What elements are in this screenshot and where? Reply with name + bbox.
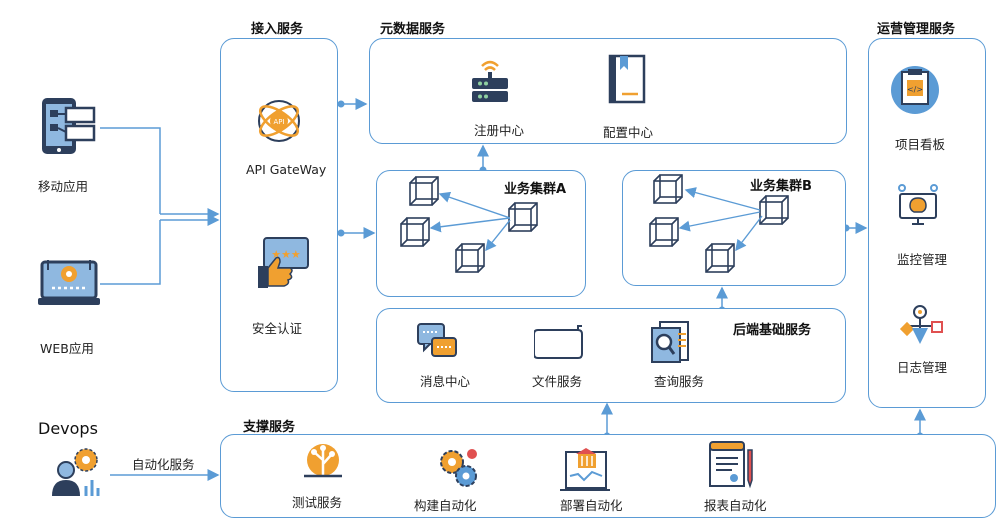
registry-icon	[470, 54, 510, 108]
access-service-box	[220, 38, 338, 392]
cluster-a-title: 业务集群A	[504, 182, 567, 197]
deploy-automation-label: 部署自动化	[560, 498, 623, 513]
backend-service-title: 后端基础服务	[733, 323, 812, 338]
web-app-icon	[38, 256, 100, 318]
mobile-app-label: 移动应用	[38, 179, 89, 194]
devops-title: Devops	[38, 419, 98, 438]
web-app-label: WEB应用	[40, 341, 94, 356]
log-management-label: 日志管理	[897, 360, 948, 375]
security-auth-label: 安全认证	[252, 321, 303, 336]
cube-icon	[705, 243, 735, 273]
cluster-a-box	[376, 170, 586, 297]
monitor-icon	[896, 184, 940, 236]
cube-icon	[455, 243, 485, 273]
metadata-service-box	[369, 38, 847, 144]
message-center-icon	[416, 322, 458, 366]
api-gateway-label: API GateWay	[246, 162, 327, 177]
log-management-icon	[898, 302, 944, 352]
svg-text:</>: </>	[907, 85, 923, 94]
message-center-label: 消息中心	[420, 374, 471, 389]
file-service-label: 文件服务	[532, 374, 583, 389]
build-automation-label: 构建自动化	[414, 498, 477, 513]
file-service-icon	[533, 324, 584, 366]
monitor-label: 监控管理	[897, 252, 948, 267]
cube-icon	[759, 195, 789, 225]
build-automation-icon	[436, 446, 480, 494]
cube-icon	[409, 176, 439, 206]
api-gateway-icon: API	[254, 96, 304, 150]
support-service-title: 支撑服务	[243, 420, 296, 435]
support-service-box	[220, 434, 996, 518]
cube-icon	[400, 217, 430, 247]
query-service-label: 查询服务	[654, 374, 705, 389]
test-service-icon	[300, 440, 346, 484]
config-center-icon	[606, 54, 648, 110]
ops-service-title: 运营管理服务	[877, 22, 956, 37]
devops-automation-label: 自动化服务	[132, 457, 195, 472]
devops-icon	[50, 446, 102, 502]
metadata-service-title: 元数据服务	[380, 22, 446, 37]
security-auth-icon: ★★★	[252, 236, 310, 296]
mobile-app-icon	[36, 96, 98, 162]
cube-icon	[508, 202, 538, 232]
project-board-label: 项目看板	[895, 137, 946, 152]
deploy-automation-icon	[560, 444, 610, 496]
access-service-title: 接入服务	[251, 22, 304, 37]
query-service-icon	[648, 318, 694, 368]
report-automation-icon	[706, 440, 756, 494]
project-board-icon: </>	[890, 64, 940, 120]
cube-icon	[653, 174, 683, 204]
test-service-label: 测试服务	[292, 495, 343, 510]
report-automation-label: 报表自动化	[704, 498, 767, 513]
cube-icon	[649, 217, 679, 247]
config-center-label: 配置中心	[603, 125, 654, 140]
registry-label: 注册中心	[474, 123, 525, 138]
cluster-b-title: 业务集群B	[750, 179, 812, 194]
backend-service-box	[376, 308, 846, 403]
svg-text:API: API	[273, 118, 284, 126]
